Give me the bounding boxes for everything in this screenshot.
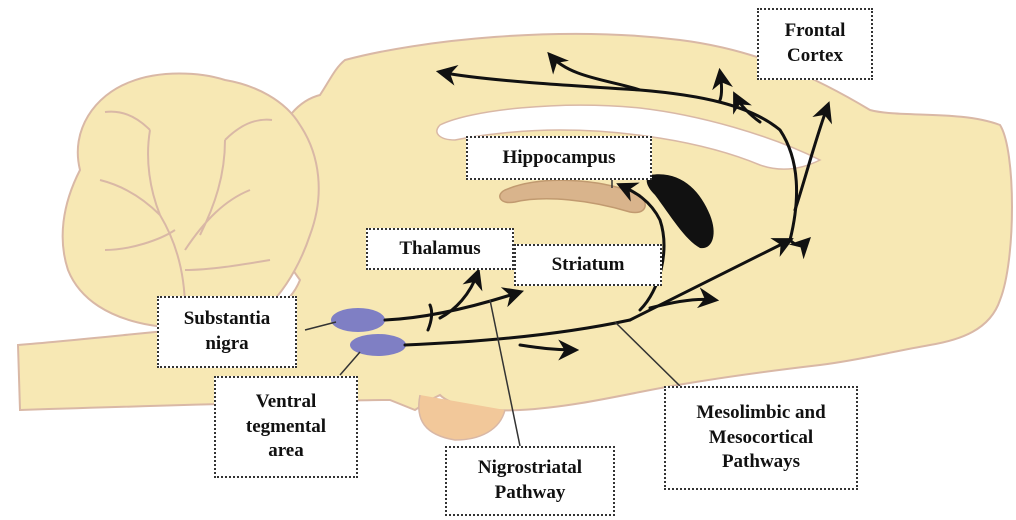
mesocortical-branch-2 <box>720 72 722 100</box>
label-thalamus: Thalamus <box>366 228 514 270</box>
label-nigrostriatal-line2: Pathway <box>478 481 582 506</box>
label-hippocampus-text: Hippocampus <box>503 146 616 171</box>
label-vta-line3: area <box>246 439 326 464</box>
label-vta-line2: tegmental <box>246 415 326 440</box>
label-nigrostriatal-line1: Nigrostriatal <box>478 456 582 481</box>
label-vta-line1: Ventral <box>246 390 326 415</box>
label-substantia-nigra-line2: nigra <box>184 332 271 357</box>
label-thalamus-text: Thalamus <box>399 237 480 262</box>
label-mesolimbic-mesocortical: Mesolimbic and Mesocortical Pathways <box>664 386 858 490</box>
label-mesolimbic-line1: Mesolimbic and <box>696 401 825 426</box>
label-frontal-cortex-line2: Cortex <box>785 44 846 69</box>
label-mesolimbic-line3: Pathways <box>696 450 825 475</box>
label-ventral-tegmental-area: Ventral tegmental area <box>214 376 358 478</box>
substantia-nigra-nucleus <box>331 308 385 332</box>
label-substantia-nigra-line1: Substantia <box>184 307 271 332</box>
label-mesolimbic-line2: Mesocortical <box>696 426 825 451</box>
cerebellum <box>63 74 319 329</box>
label-hippocampus: Hippocampus <box>466 136 652 180</box>
label-nigrostriatal-pathway: Nigrostriatal Pathway <box>445 446 615 516</box>
label-frontal-cortex-line1: Frontal <box>785 19 846 44</box>
label-substantia-nigra: Substantia nigra <box>157 296 297 368</box>
label-striatum-text: Striatum <box>552 253 625 278</box>
label-frontal-cortex: Frontal Cortex <box>757 8 873 80</box>
label-striatum: Striatum <box>514 244 662 286</box>
